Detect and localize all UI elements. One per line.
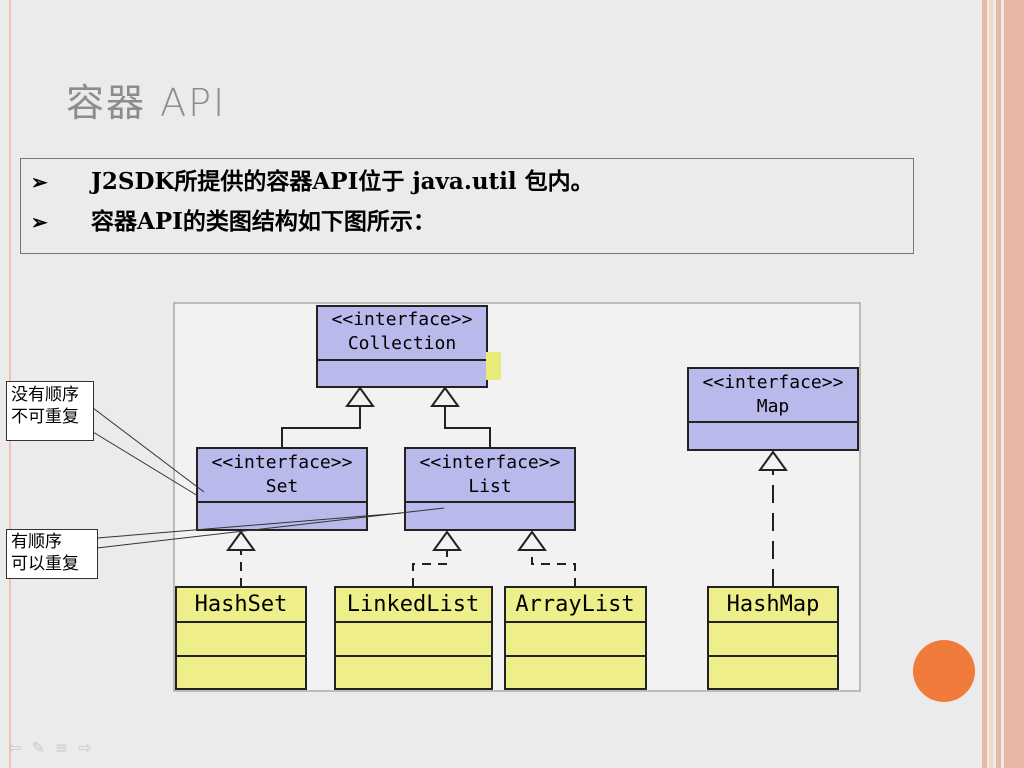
- relation-set-collection: [281, 386, 375, 448]
- bullet-text: J2SDK所提供的容器API位于 java.util 包内。: [91, 168, 594, 195]
- callout-set-note: 没有顺序 不可重复: [6, 381, 94, 441]
- map-stereotype: <<interface>>: [703, 372, 844, 393]
- set-name: Set: [266, 476, 299, 497]
- class-map: <<interface>> Map: [687, 367, 859, 451]
- collection-stereotype: <<interface>>: [332, 309, 473, 330]
- relation-hashmap-map: [758, 450, 788, 587]
- class-set: <<interface>> Set: [196, 447, 368, 531]
- arrow-bullet-icon: ➢: [31, 210, 48, 234]
- class-hashset: HashSet: [175, 586, 307, 690]
- decorative-stripe: [982, 0, 987, 768]
- next-icon[interactable]: ⇨: [78, 738, 102, 757]
- linkedlist-name: LinkedList: [347, 592, 479, 617]
- callout-line: 可以重复: [11, 554, 79, 574]
- bullet-text: 容器API的类图结构如下图所示：: [91, 208, 436, 235]
- callout-list-note: 有顺序 可以重复: [6, 529, 98, 579]
- collection-name: Collection: [348, 333, 456, 354]
- arrow-bullet-icon: ➢: [31, 170, 48, 194]
- decorative-stripe: [1004, 0, 1024, 768]
- slide-nav-controls[interactable]: ⇦✎≡⇨: [8, 738, 102, 757]
- bullet-item: ➢ 容器API的类图结构如下图所示：: [31, 205, 436, 239]
- list-stereotype: <<interface>>: [420, 452, 561, 473]
- bullet-box: ➢ J2SDK所提供的容器API位于 java.util 包内。 ➢ 容器API的类…: [20, 158, 914, 254]
- pen-icon[interactable]: ✎: [31, 738, 55, 757]
- class-arraylist: ArrayList: [504, 586, 647, 690]
- decorative-stripe: [996, 0, 1001, 768]
- decorative-stripe: [989, 0, 993, 768]
- hashset-name: HashSet: [195, 592, 288, 617]
- set-stereotype: <<interface>>: [212, 452, 353, 473]
- relation-linkedlist-list: [412, 530, 462, 587]
- callout-line: 有顺序: [11, 532, 62, 552]
- relation-hashset-set: [226, 530, 256, 587]
- highlight-marker: [486, 352, 501, 380]
- class-hashmap: HashMap: [707, 586, 839, 690]
- callout-pointer: [92, 407, 445, 549]
- list-name: List: [468, 476, 511, 497]
- class-collection: <<interface>> Collection: [316, 305, 488, 388]
- bullet-item: ➢ J2SDK所提供的容器API位于 java.util 包内。: [31, 165, 594, 199]
- map-name: Map: [757, 396, 790, 417]
- slide-title: 容器 API: [66, 81, 227, 125]
- class-list: <<interface>> List: [404, 447, 576, 531]
- callout-line: 没有顺序: [11, 385, 79, 405]
- arraylist-name: ArrayList: [515, 592, 634, 617]
- relation-list-collection: [430, 386, 491, 448]
- class-linkedlist: LinkedList: [334, 586, 493, 690]
- previous-icon[interactable]: ⇦: [8, 738, 32, 757]
- relation-arraylist-list: [517, 530, 576, 587]
- hashmap-name: HashMap: [727, 592, 820, 617]
- menu-icon[interactable]: ≡: [54, 738, 79, 757]
- accent-dot: [913, 640, 975, 702]
- callout-line: 不可重复: [11, 407, 79, 427]
